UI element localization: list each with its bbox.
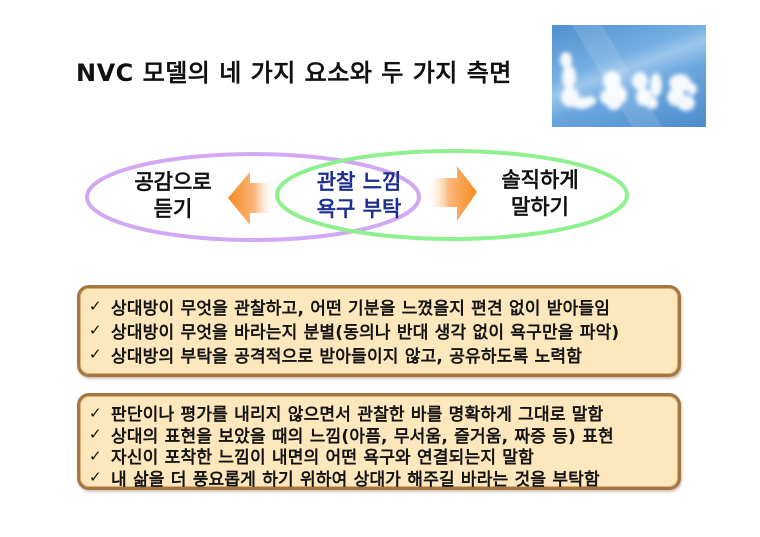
- listening-points-box: ✓ 상대방이 무엇을 관찰하고, 어떤 기분을 느꼈을지 편견 없이 받아들임 …: [77, 285, 681, 377]
- node-right-line1: 솔직하게: [501, 168, 579, 192]
- node-center-line2: 욕구 부탁: [316, 197, 402, 221]
- love-clouds-image: [552, 25, 706, 127]
- checkmark-icon: ✓: [89, 345, 102, 363]
- empathic-listening-node: 공감으로 듣기: [118, 169, 228, 223]
- node-center-line1: 관찰 느낌: [316, 170, 402, 194]
- list-item-text: 상대방이 무엇을 관찰하고, 어떤 기분을 느꼈을지 편견 없이 받아들임: [111, 298, 611, 319]
- arrow-right-icon: [426, 166, 477, 221]
- list-item: ✓ 상대방이 무엇을 바라는지 분별(동의나 반대 생각 없이 욕구만을 파악): [80, 318, 678, 343]
- checkmark-icon: ✓: [89, 446, 102, 465]
- checkmark-icon: ✓: [89, 425, 102, 444]
- list-item-text: 상대의 표현을 보았을 때의 느낌(아픔, 무서움, 즐거움, 짜증 등) 표현: [111, 426, 614, 447]
- list-item: ✓ 자신이 포착한 느낌이 내면의 어떤 욕구와 연결되는지 말함: [80, 445, 678, 469]
- list-item: ✓ 상대의 표현을 보았을 때의 느낌(아픔, 무서움, 즐거움, 짜증 등) …: [80, 424, 678, 447]
- checkmark-icon: ✓: [89, 468, 102, 487]
- listen-ellipse: [85, 152, 421, 242]
- list-item: ✓ 내 삶을 더 풍요롭게 하기 위하여 상대가 해주길 바라는 것을 부탁함: [80, 467, 678, 490]
- list-item: ✓ 상대방의 부탁을 공격적으로 받아들이지 않고, 공유하도록 노력함: [80, 342, 678, 367]
- checkmark-icon: ✓: [89, 321, 102, 339]
- list-item: ✓ 상대방이 무엇을 관찰하고, 어떤 기분을 느꼈을지 편견 없이 받아들임: [80, 294, 678, 319]
- node-right-line2: 말하기: [511, 195, 569, 219]
- honest-expression-node: 솔직하게 말하기: [480, 167, 600, 221]
- expression-points-box: ✓ 판단이나 평가를 내리지 않으면서 관찰한 바를 명확하게 그대로 말함 ✓…: [77, 393, 681, 490]
- list-item-text: 상대방이 무엇을 바라는지 분별(동의나 반대 생각 없이 욕구만을 파악): [111, 322, 620, 343]
- speak-ellipse: [275, 149, 629, 241]
- list-item: ✓ 판단이나 평가를 내리지 않으면서 관찰한 바를 명확하게 그대로 말함: [80, 402, 678, 426]
- list-item-text: 자신이 포착한 느낌이 내면의 어떤 욕구와 연결되는지 말함: [111, 448, 534, 469]
- cloud-letters-icon: [560, 25, 697, 127]
- slide-title: NVC 모델의 네 가지 요소와 두 가지 측면: [76, 59, 512, 87]
- checkmark-icon: ✓: [89, 403, 102, 422]
- arrow-left-icon: [228, 172, 276, 225]
- list-item-text: 판단이나 평가를 내리지 않으면서 관찰한 바를 명확하게 그대로 말함: [111, 405, 604, 426]
- node-left-line2: 듣기: [153, 197, 193, 221]
- four-components-node: 관찰 느낌 욕구 부탁: [300, 169, 418, 223]
- checkmark-icon: ✓: [89, 297, 102, 315]
- list-item-text: 상대방의 부탁을 공격적으로 받아들이지 않고, 공유하도록 노력함: [111, 346, 583, 367]
- node-left-line1: 공감으로: [134, 170, 212, 194]
- list-item-text: 내 삶을 더 풍요롭게 하기 위하여 상대가 해주길 바라는 것을 부탁함: [111, 469, 600, 490]
